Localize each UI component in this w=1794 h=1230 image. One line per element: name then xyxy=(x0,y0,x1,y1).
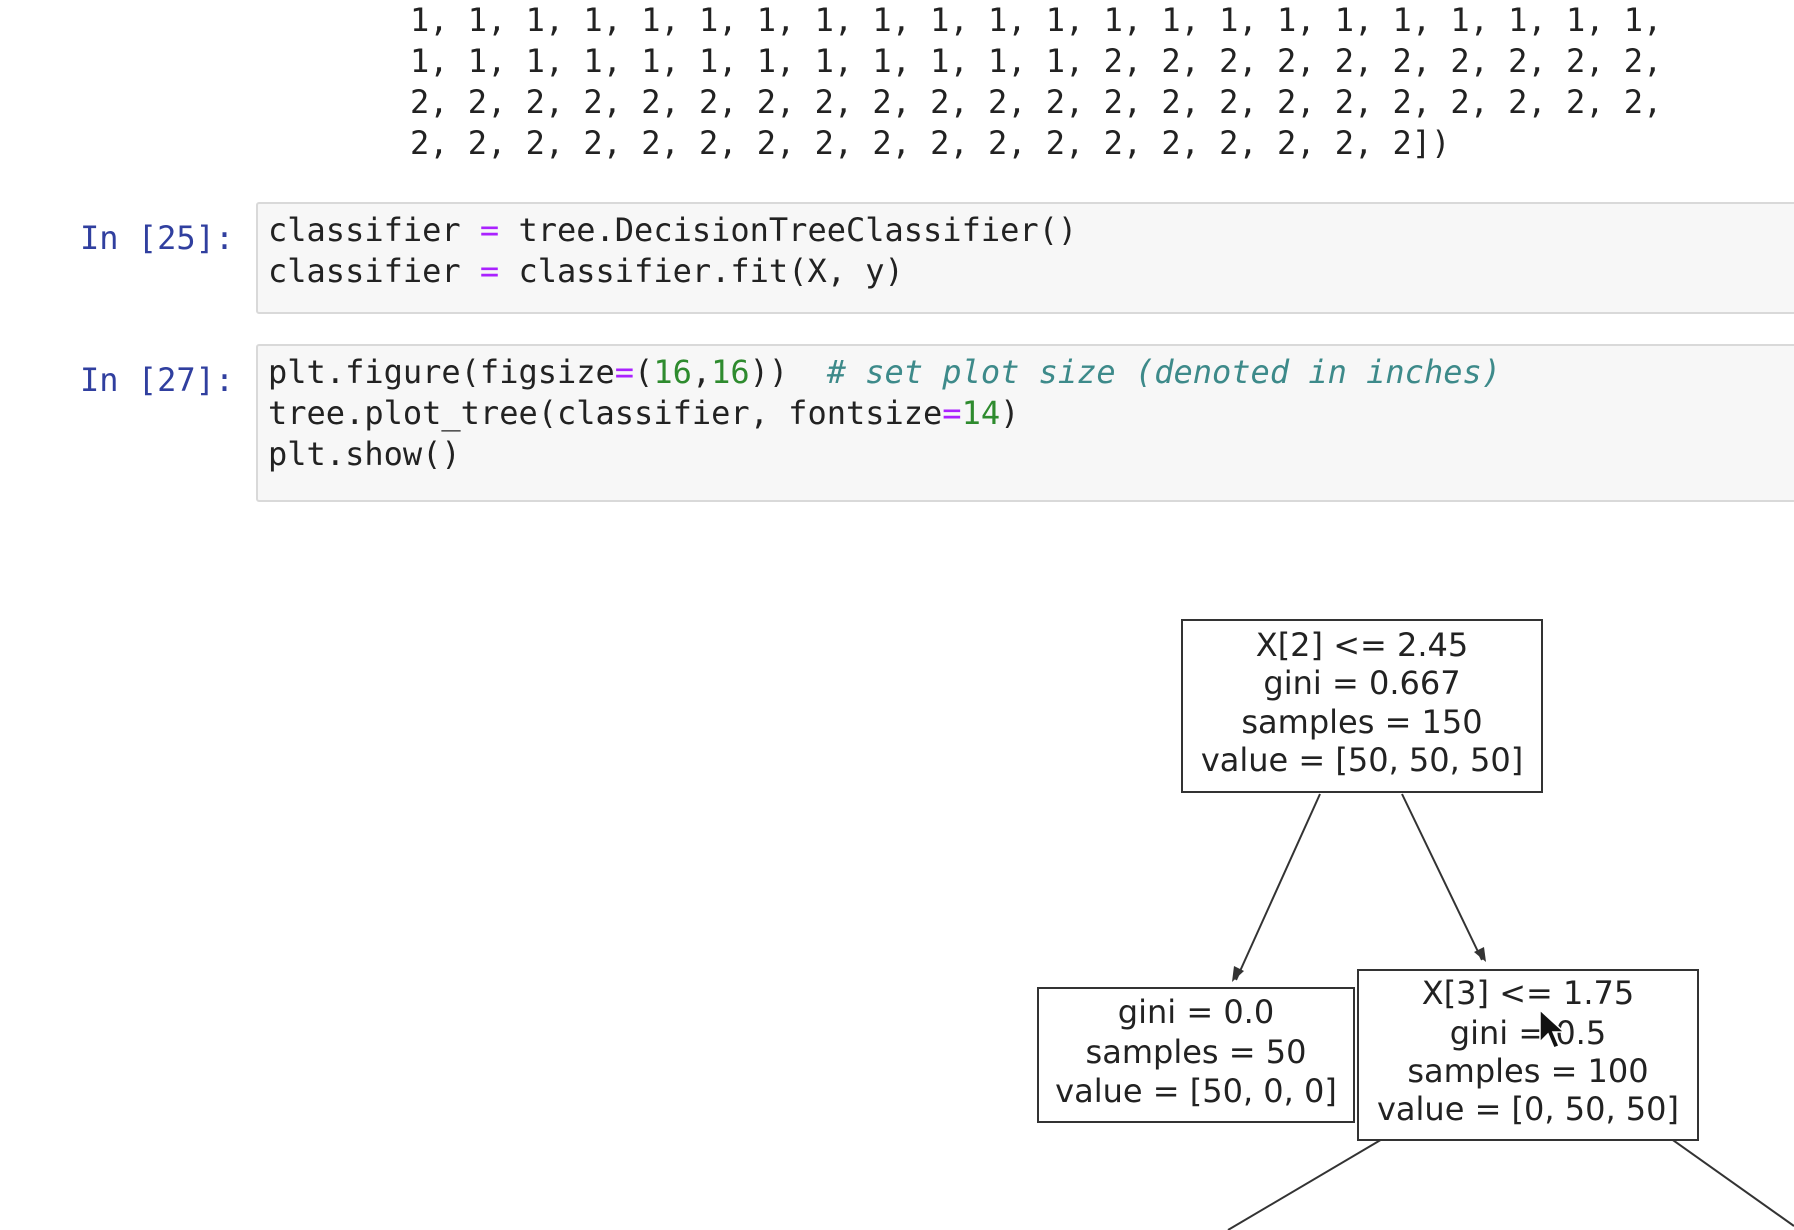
code-line: plt.show() xyxy=(268,434,1794,475)
code-token: 14 xyxy=(961,394,1001,432)
left-leaf-line-3: value = [50, 0, 0] xyxy=(1055,1072,1337,1110)
cell-prompt-25: In [25]: xyxy=(80,219,235,257)
code-token: = xyxy=(942,394,962,432)
code-token: classifier xyxy=(268,252,480,290)
tree-node-right-split: X[3] <= 1.75 gini = 0.5 samples = 100 va… xyxy=(1357,969,1699,1141)
output-line: 2, 2, 2, 2, 2, 2, 2, 2, 2, 2, 2, 2, 2, 2… xyxy=(410,83,1663,121)
decision-tree-svg: X[2] <= 2.45 gini = 0.667 samples = 150 … xyxy=(1037,619,1794,1230)
plot-tree-figure: X[2] <= 2.45 gini = 0.667 samples = 150 … xyxy=(0,540,1794,1230)
code-line: classifier = tree.DecisionTreeClassifier… xyxy=(268,210,1794,251)
code-cell-25[interactable]: classifier = tree.DecisionTreeClassifier… xyxy=(256,202,1794,314)
code-token: = xyxy=(479,252,500,290)
code-token: tree.plot_tree(classifier, fontsize xyxy=(268,394,943,432)
code-token: plt.show() xyxy=(268,435,461,473)
code-token: classifier xyxy=(268,211,480,249)
root-line-2: gini = 0.667 xyxy=(1263,664,1460,702)
code-token: 16 xyxy=(653,353,692,391)
right-split-line-4: value = [0, 50, 50] xyxy=(1377,1090,1679,1128)
code-token: = xyxy=(614,353,635,391)
right-split-line-2: gini = 0.5 xyxy=(1450,1014,1606,1052)
cell-output-array: 1, 1, 1, 1, 1, 1, 1, 1, 1, 1, 1, 1, 1, 1… xyxy=(410,0,1662,164)
root-line-4: value = [50, 50, 50] xyxy=(1201,741,1523,779)
output-line: 1, 1, 1, 1, 1, 1, 1, 1, 1, 1, 1, 1, 2, 2… xyxy=(410,42,1663,80)
edge-root-left xyxy=(1235,793,1321,981)
code-token: = xyxy=(479,211,500,249)
code-line: classifier = classifier.fit(X, y) xyxy=(268,251,1794,292)
root-line-1: X[2] <= 2.45 xyxy=(1256,626,1468,664)
code-token: , xyxy=(691,353,712,391)
code-token: # set plot size (denoted in inches) xyxy=(826,353,1501,391)
edge-root-left-arrowhead xyxy=(1232,966,1244,982)
code-token: )) xyxy=(749,353,827,391)
edge-root-right xyxy=(1401,793,1483,961)
code-cell-27[interactable]: plt.figure(figsize=(16,16)) # set plot s… xyxy=(256,344,1794,502)
code-line: plt.figure(figsize=(16,16)) # set plot s… xyxy=(268,352,1794,393)
code-token: plt.figure(figsize xyxy=(268,353,615,391)
left-leaf-line-1: gini = 0.0 xyxy=(1118,993,1274,1031)
left-leaf-line-2: samples = 50 xyxy=(1086,1033,1307,1071)
code-line: tree.plot_tree(classifier, fontsize=14) xyxy=(268,393,1794,434)
right-split-line-3: samples = 100 xyxy=(1407,1052,1648,1090)
code-token: ( xyxy=(634,353,654,391)
edge-right-child-right xyxy=(1669,1137,1794,1227)
cell-prompt-27: In [27]: xyxy=(80,361,235,399)
edge-right-child-left xyxy=(1227,1137,1385,1230)
edge-root-right-arrowhead xyxy=(1474,947,1486,962)
output-line: 1, 1, 1, 1, 1, 1, 1, 1, 1, 1, 1, 1, 1, 1… xyxy=(410,1,1663,39)
tree-node-left-leaf: gini = 0.0 samples = 50 value = [50, 0, … xyxy=(1037,987,1355,1123)
root-line-3: samples = 150 xyxy=(1241,703,1482,741)
tree-node-root: X[2] <= 2.45 gini = 0.667 samples = 150 … xyxy=(1181,619,1543,793)
code-token: tree.DecisionTreeClassifier() xyxy=(499,211,1078,249)
code-token: 16 xyxy=(711,353,750,391)
code-token: classifier.fit(X, y) xyxy=(499,252,904,290)
output-line: 2, 2, 2, 2, 2, 2, 2, 2, 2, 2, 2, 2, 2, 2… xyxy=(410,124,1451,162)
right-split-line-1: X[3] <= 1.75 xyxy=(1422,974,1634,1012)
mouse-pointer-icon xyxy=(1539,1008,1566,1049)
code-token: ) xyxy=(1000,394,1020,432)
